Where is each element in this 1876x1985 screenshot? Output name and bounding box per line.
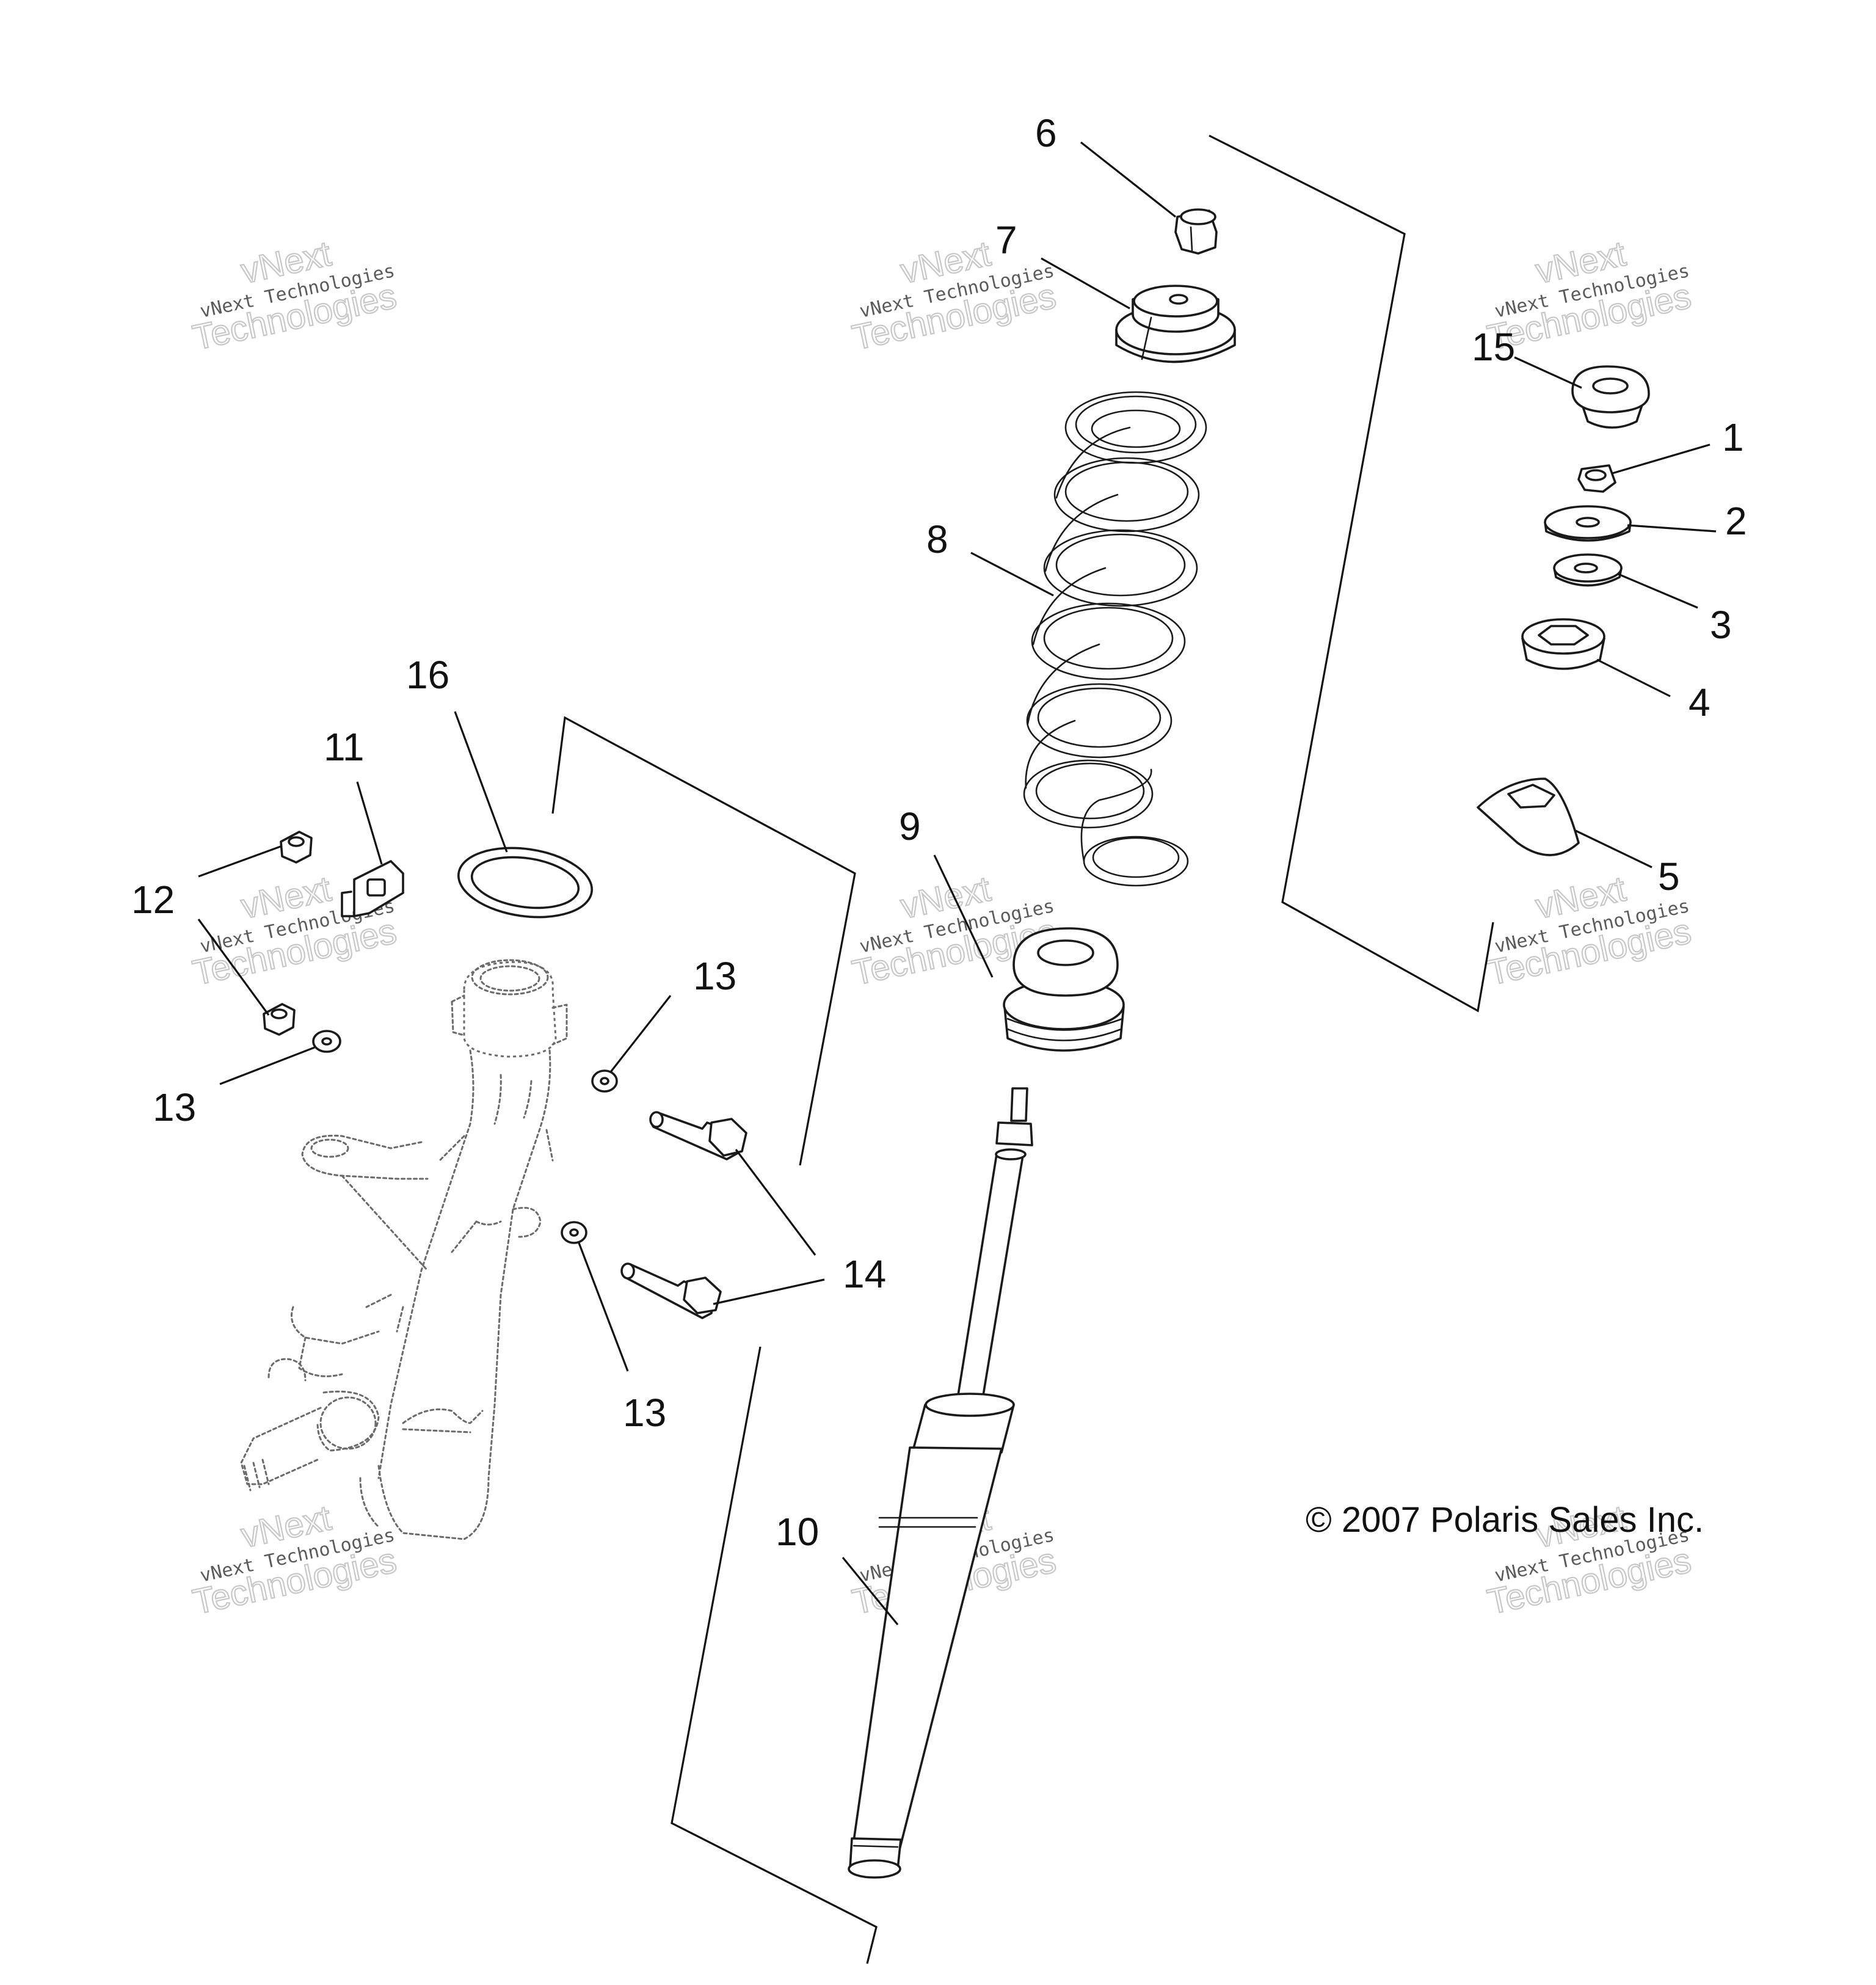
callout-5: 5 bbox=[1658, 854, 1680, 898]
part-4-bushing bbox=[1521, 618, 1605, 670]
leader-8 bbox=[970, 552, 1054, 597]
copyright-notice: © 2007 Polaris Sales Inc. bbox=[1306, 1500, 1704, 1540]
watermark-bottom-left: vNext vNext Technologies Technologies bbox=[189, 1497, 401, 1622]
leader-13-center-upper bbox=[609, 995, 672, 1073]
callout-6: 6 bbox=[1035, 111, 1057, 155]
part-3-washer bbox=[1553, 553, 1623, 587]
leader-14b bbox=[713, 1278, 825, 1305]
callout-11: 11 bbox=[324, 725, 364, 769]
part-13-washer-center-upper bbox=[591, 1069, 618, 1093]
leader-12b bbox=[197, 919, 270, 1016]
callout-7: 7 bbox=[995, 218, 1017, 262]
callout-4: 4 bbox=[1689, 680, 1711, 724]
left-group-bracket bbox=[551, 716, 856, 1166]
callout-14: 14 bbox=[843, 1252, 886, 1296]
callout-13-center-lower: 13 bbox=[623, 1391, 666, 1435]
leader-13-left bbox=[219, 1046, 315, 1085]
callout-8: 8 bbox=[926, 517, 948, 561]
leader-16 bbox=[454, 711, 508, 853]
leader-14a bbox=[735, 1149, 816, 1256]
callout-12: 12 bbox=[131, 878, 175, 922]
part-9-bump-stop bbox=[1003, 927, 1125, 1052]
part-12-nut-upper bbox=[280, 831, 313, 864]
callout-13-center-upper: 13 bbox=[693, 954, 736, 998]
callout-2: 2 bbox=[1725, 499, 1747, 543]
steering-knuckle-phantom bbox=[240, 959, 568, 1540]
callout-13-left: 13 bbox=[153, 1085, 196, 1129]
leader-15 bbox=[1514, 356, 1582, 389]
callout-15: 15 bbox=[1472, 325, 1515, 369]
part-7-spring-seat bbox=[1115, 285, 1236, 363]
part-13-washer-left bbox=[312, 1030, 341, 1053]
leader-11 bbox=[356, 781, 383, 865]
part-16-o-ring bbox=[457, 847, 593, 919]
leader-9 bbox=[933, 854, 994, 978]
part-8-coil-spring bbox=[1023, 391, 1207, 887]
callout-16: 16 bbox=[406, 653, 449, 697]
leader-13-center-lower bbox=[578, 1242, 629, 1372]
part-5-cone-washer bbox=[1477, 778, 1580, 856]
leader-1 bbox=[1612, 443, 1711, 475]
part-14-bolt-lower bbox=[620, 1262, 722, 1319]
leader-7 bbox=[1041, 257, 1130, 310]
watermark-top-center: vNext vNext Technologies Technologies bbox=[848, 233, 1060, 358]
part-2-washer bbox=[1544, 505, 1632, 542]
part-1-nut bbox=[1577, 464, 1616, 493]
callout-1: 1 bbox=[1722, 415, 1744, 459]
callout-10: 10 bbox=[776, 1510, 819, 1554]
callout-9: 9 bbox=[899, 804, 921, 848]
callout-3: 3 bbox=[1710, 603, 1732, 647]
leader-2 bbox=[1627, 524, 1717, 533]
right-group-bracket bbox=[1209, 134, 1494, 1013]
leader-6 bbox=[1080, 141, 1176, 218]
watermark-top-left: vNext vNext Technologies Technologies bbox=[189, 233, 401, 358]
part-14-bolt-upper bbox=[649, 1111, 747, 1160]
part-11-clip bbox=[341, 860, 404, 917]
leader-12a bbox=[198, 845, 283, 878]
part-6-nut bbox=[1174, 208, 1218, 255]
part-13-washer-center-lower bbox=[561, 1221, 587, 1244]
leader-10 bbox=[842, 1556, 899, 1626]
part-12-nut-lower bbox=[263, 1003, 296, 1036]
leader-5 bbox=[1575, 829, 1652, 869]
leader-4 bbox=[1596, 658, 1671, 697]
leader-3 bbox=[1618, 573, 1698, 609]
bottom-group-bracket bbox=[671, 1346, 878, 1964]
part-10-shock-absorber bbox=[848, 1087, 1033, 1879]
part-15-top-cap bbox=[1571, 365, 1650, 429]
